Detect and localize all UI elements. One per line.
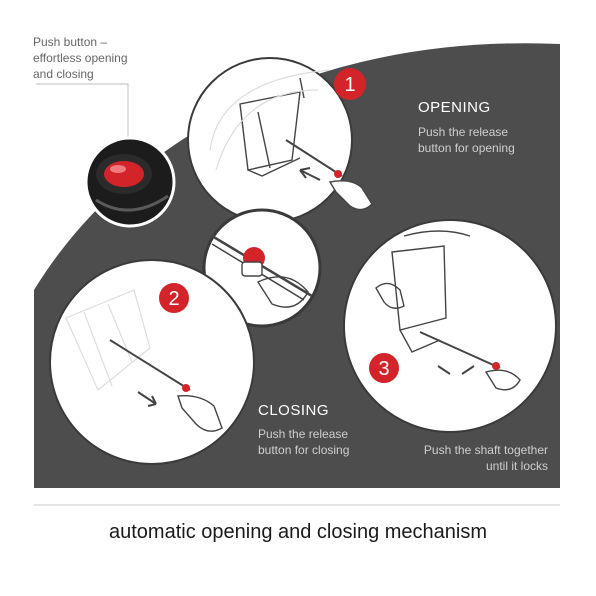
hand-icon	[328, 180, 373, 211]
step-3-number-badge: 3	[369, 353, 399, 383]
callout-line: and closing	[33, 67, 94, 81]
description-line: Push the shaft together	[423, 443, 548, 457]
description-line: button for opening	[418, 141, 515, 155]
step-2-number-badge: 2	[159, 283, 189, 313]
step-1-number-badge: 1	[334, 68, 366, 100]
callout-line: effortless opening	[33, 51, 128, 65]
description-line: Push the release	[418, 125, 509, 139]
step-3-illustration	[343, 219, 557, 433]
step-3-number: 3	[378, 358, 389, 380]
step-2-illustration	[49, 259, 255, 465]
push-button-closeup	[84, 136, 176, 228]
lock-description: Push the shaft together until it locks	[410, 442, 548, 474]
step-1-illustration	[187, 57, 373, 223]
closing-description: Push the release button for closing	[258, 426, 388, 458]
arrow-icon	[299, 167, 321, 181]
description-line: until it locks	[485, 459, 548, 473]
callout-line: Push button –	[33, 35, 108, 49]
diagram-caption: automatic opening and closing mechanism	[109, 521, 487, 543]
step-1-number: 1	[344, 74, 355, 96]
opening-heading: OPENING	[418, 99, 491, 116]
description-line: button for closing	[258, 443, 350, 457]
callout-leader-line	[36, 83, 129, 144]
step-2-number: 2	[168, 288, 179, 310]
push-button-icon	[104, 161, 144, 187]
opening-description: Push the release button for opening	[418, 124, 548, 156]
closing-heading: CLOSING	[258, 402, 330, 419]
push-button-callout: Push button – effortless opening and clo…	[33, 34, 153, 82]
description-line: Push the release	[258, 427, 349, 441]
button-detail-illustration	[202, 208, 322, 328]
